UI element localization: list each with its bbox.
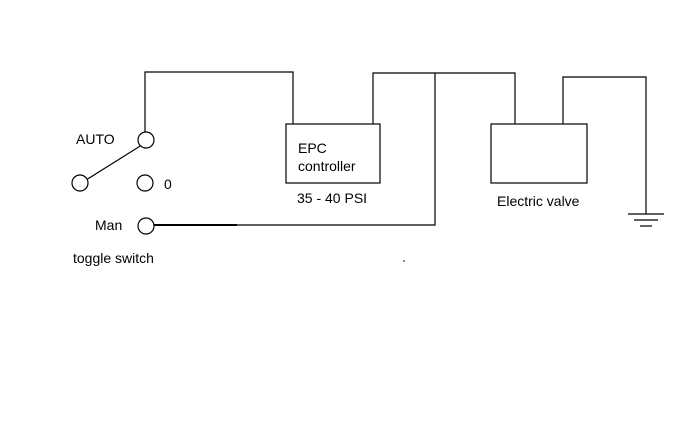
epc-controller-line1: EPC (298, 140, 327, 156)
wire-man-to-bus (154, 73, 436, 226)
wire-valve-to-ground (562, 76, 647, 214)
electric-valve-label: Electric valve (497, 193, 580, 209)
wire-epc-to-valve (372, 72, 516, 124)
off-label: 0 (164, 176, 172, 192)
terminal-auto (137, 131, 155, 149)
epc-pressure-label: 35 - 40 PSI (297, 190, 367, 206)
epc-controller-box (285, 123, 381, 184)
toggle-switch-caption: toggle switch (73, 250, 154, 266)
ground-icon (628, 213, 664, 227)
switch-lever (85, 142, 146, 181)
wire-auto-to-epc (144, 71, 294, 132)
man-label: Man (95, 217, 122, 233)
terminal-common (71, 174, 89, 192)
terminal-off (136, 174, 154, 192)
auto-label: AUTO (76, 131, 115, 147)
electric-valve-box (490, 123, 588, 184)
terminal-man (137, 217, 155, 235)
stray-dot (403, 260, 405, 262)
epc-controller-line2: controller (298, 158, 356, 174)
